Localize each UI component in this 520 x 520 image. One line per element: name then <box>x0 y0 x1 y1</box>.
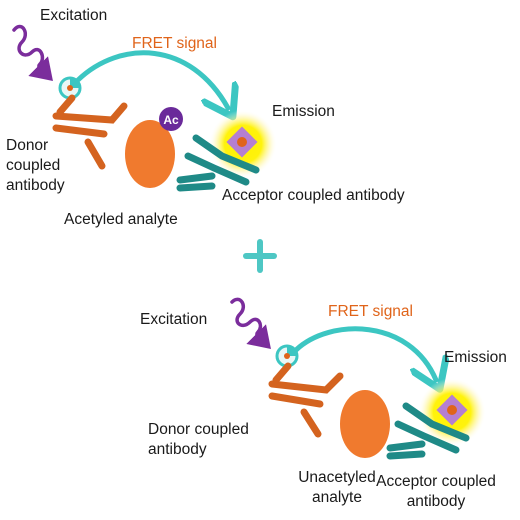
bottom-scene <box>230 297 486 460</box>
bottom-excitation-label: Excitation <box>140 311 208 328</box>
acceptor-fluorophore-icon <box>436 394 468 426</box>
curved-arrow-icon <box>293 326 436 380</box>
donor-fluorophore-icon <box>58 76 82 100</box>
acceptor-antibody <box>176 134 260 192</box>
plus-icon <box>243 239 277 273</box>
wavy-arrow-icon <box>230 297 271 349</box>
bottom-analyte-label: Unacetyled analyte <box>298 469 376 506</box>
donor-antibody <box>268 362 344 438</box>
bottom-acceptor-label: Acceptor coupled antibody <box>376 473 496 510</box>
analyte-ellipse <box>340 390 390 458</box>
bottom-donor-label: Donor coupled antibody <box>148 421 249 458</box>
curved-arrow-icon <box>75 50 228 108</box>
acceptor-antibody <box>386 402 470 460</box>
top-donor-label: Donor coupled antibody <box>6 137 65 194</box>
bottom-emission-label: Emission <box>444 349 507 366</box>
top-fret-signal-label: FRET signal <box>132 35 217 52</box>
top-excitation-label: Excitation <box>40 7 108 24</box>
ac-badge-text: Ac <box>163 113 179 127</box>
wavy-arrow-icon <box>12 24 53 81</box>
top-scene: Ac <box>12 24 277 192</box>
top-emission-label: Emission <box>272 103 335 120</box>
donor-antibody <box>52 94 128 170</box>
acceptor-fluorophore-icon <box>226 126 258 158</box>
acetyl-badge-icon: Ac <box>159 107 183 131</box>
top-analyte-label: Acetyled analyte <box>64 211 178 228</box>
analyte-ellipse <box>125 120 175 188</box>
top-acceptor-label: Acceptor coupled antibody <box>222 187 405 204</box>
bottom-fret-signal-label: FRET signal <box>328 303 413 320</box>
